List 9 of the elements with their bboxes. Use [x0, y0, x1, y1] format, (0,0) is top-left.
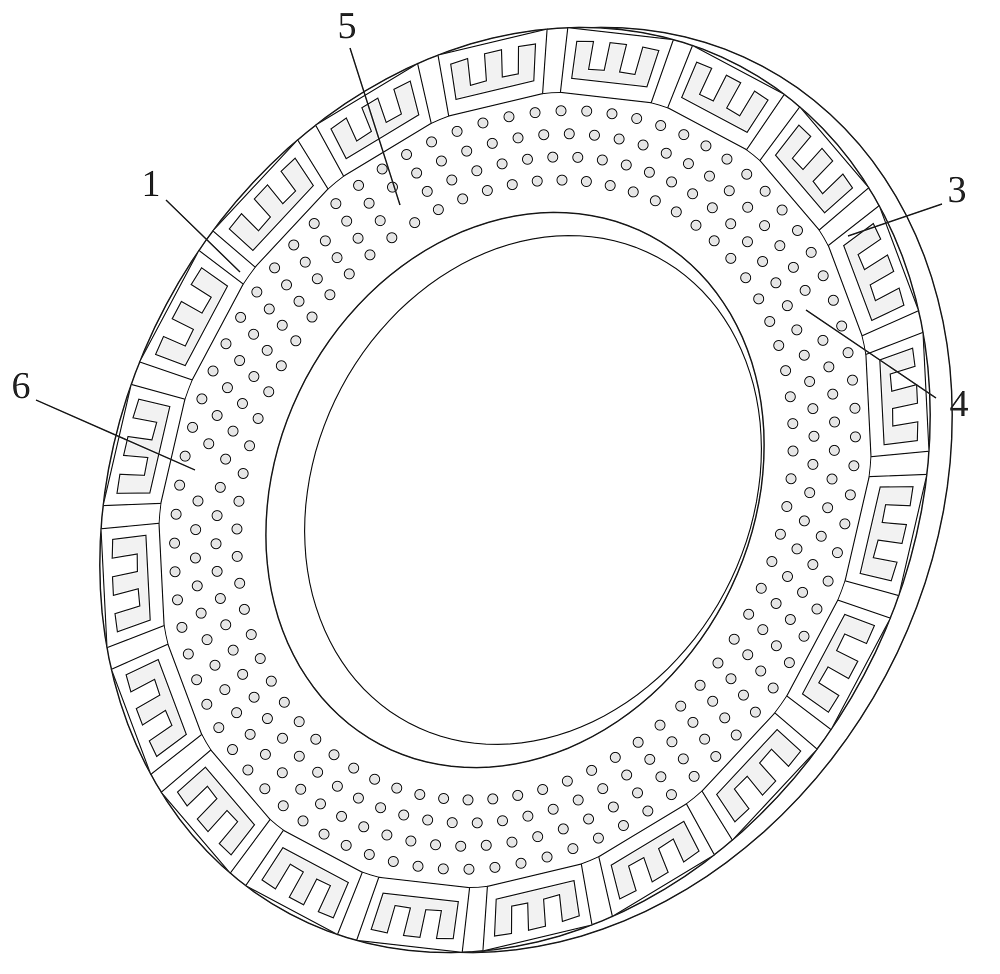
callout-number: 3: [948, 171, 966, 209]
leader-line: [848, 203, 942, 237]
callout-number: 1: [142, 165, 160, 203]
leader-line: [165, 199, 241, 273]
leader-line: [349, 48, 401, 206]
leader-line: [806, 309, 936, 399]
callout-number: 6: [12, 367, 30, 405]
callout-number: 5: [338, 7, 356, 45]
leader-line: [36, 399, 196, 471]
